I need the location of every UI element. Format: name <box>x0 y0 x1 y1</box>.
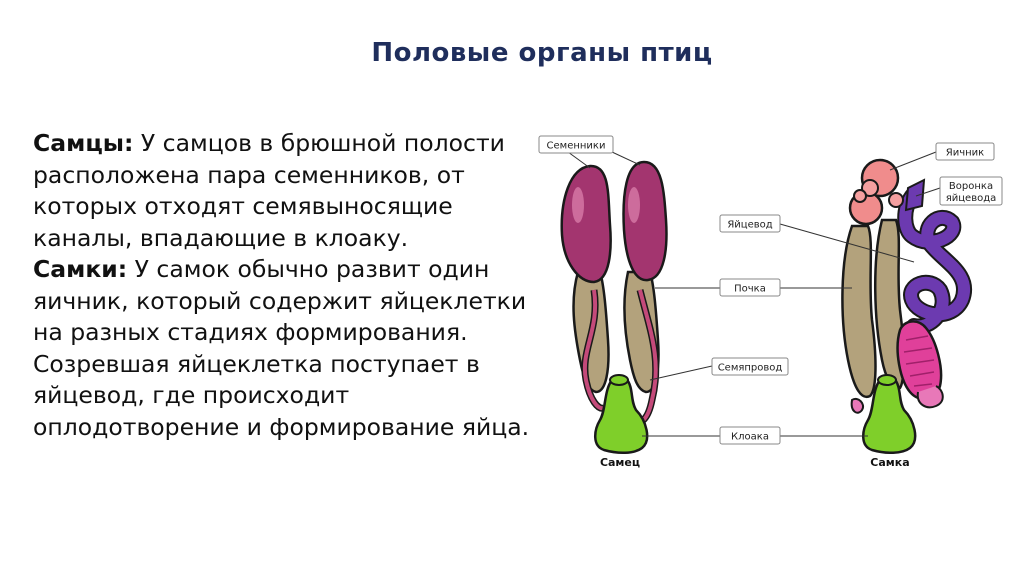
male-organs <box>560 160 668 454</box>
caption-male: Самец <box>600 456 640 469</box>
male-cloaca <box>594 376 649 454</box>
caption-female: Самка <box>870 456 909 469</box>
label-box-cloaca <box>719 426 781 445</box>
label-testes: Семенники <box>547 141 606 152</box>
female-ovary-follicle-5 <box>888 192 904 208</box>
female-oviduct-funnel <box>904 178 926 212</box>
male-paragraph: Самцы: У самцов в брюшной полости распол… <box>33 128 533 254</box>
male-kidney-right <box>623 270 660 394</box>
label-box-kidney <box>719 278 781 297</box>
label-cloaca: Клоака <box>731 432 769 443</box>
female-organs <box>841 158 972 454</box>
label-funnel-line2: яйцевода <box>946 193 997 204</box>
label-ovary: Яичник <box>946 148 984 159</box>
male-label: Самцы: <box>33 129 134 157</box>
label-oviduct: Яйцевод <box>727 220 772 231</box>
female-text: У самок обычно развит один яичник, котор… <box>33 255 530 441</box>
label-funnel-line1: Воронка <box>949 181 993 192</box>
female-cloaca-top <box>877 374 897 386</box>
label-box-funnel <box>939 176 1003 206</box>
female-kidney-left <box>841 224 877 399</box>
female-ovary-follicle-3 <box>861 179 879 197</box>
label-box-ovary <box>935 142 995 161</box>
male-text: У самцов в брюшной полости расположена п… <box>33 129 505 252</box>
body-text: Самцы: У самцов в брюшной полости распол… <box>33 128 533 443</box>
label-box-vas-deferens <box>711 357 789 376</box>
leader-funnel <box>915 187 941 197</box>
female-vestigial-duct <box>850 398 864 414</box>
female-uterus-folds <box>903 335 935 387</box>
leader-testes-left <box>567 151 591 169</box>
female-label: Самки: <box>33 255 128 283</box>
female-oviduct-fill <box>899 190 970 333</box>
leader-lines <box>567 151 941 437</box>
male-vas-deferens-left-fill <box>582 289 605 411</box>
male-testis-left <box>560 164 612 284</box>
female-cloaca <box>862 376 917 454</box>
label-boxes: Семенники Яичник Воронка яйцевода Яйцево… <box>538 135 1003 445</box>
leader-vas-deferens <box>649 365 713 381</box>
label-vas-deferens: Семяпровод <box>718 363 783 374</box>
female-ovary <box>848 158 904 226</box>
male-testis-right-highlight <box>628 187 640 223</box>
label-box-testes <box>538 135 614 154</box>
male-testis-left-highlight <box>572 187 584 223</box>
female-paragraph: Самки: У самок обычно развит один яичник… <box>33 254 533 443</box>
female-ovary-follicle-4 <box>853 189 867 203</box>
female-vagina <box>916 385 944 409</box>
leader-ovary <box>889 151 937 171</box>
label-kidney: Почка <box>734 284 766 295</box>
male-cloaca-top <box>609 374 629 386</box>
female-uterus <box>896 320 943 401</box>
leader-testes-right <box>611 151 641 166</box>
leader-oviduct <box>779 223 915 263</box>
slide-title: Половые органы птиц <box>371 38 713 68</box>
male-testis-right <box>622 160 668 282</box>
label-box-oviduct <box>719 214 781 233</box>
